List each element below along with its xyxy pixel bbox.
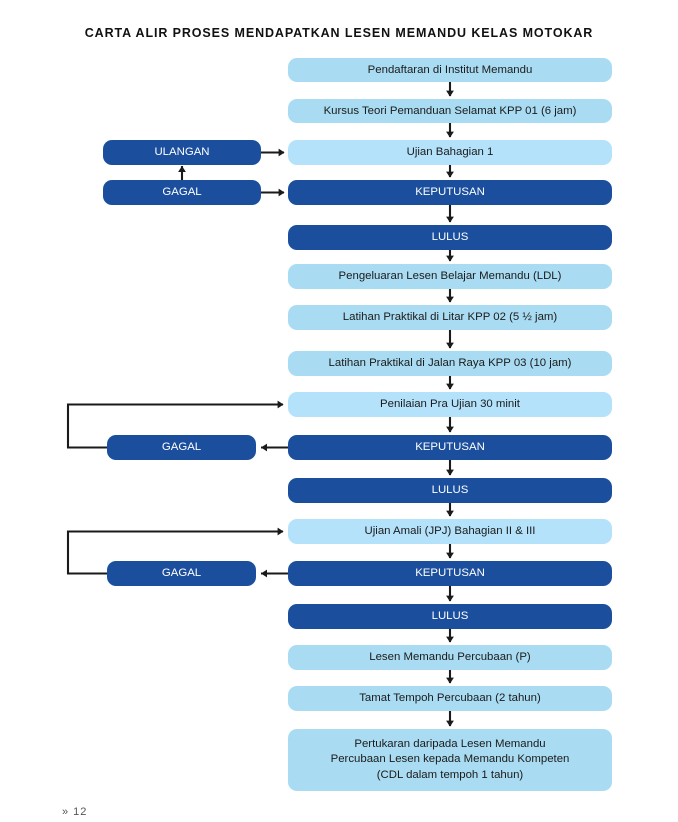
node-ujian-bahagian-1[interactable]: Ujian Bahagian 1 — [288, 140, 612, 165]
node-ulangan[interactable]: ULANGAN — [103, 140, 261, 165]
node-latihan-litar-kpp02[interactable]: Latihan Praktikal di Litar KPP 02 (5 ½ j… — [288, 305, 612, 330]
node-lulus-1[interactable]: LULUS — [288, 225, 612, 250]
page-title: CARTA ALIR PROSES MENDAPATKAN LESEN MEMA… — [84, 26, 594, 40]
node-gagal-1[interactable]: GAGAL — [103, 180, 261, 205]
node-pengeluaran-ldl[interactable]: Pengeluaran Lesen Belajar Memandu (LDL) — [288, 264, 612, 289]
node-gagal-3[interactable]: GAGAL — [107, 561, 256, 586]
node-latihan-jalan-kpp03[interactable]: Latihan Praktikal di Jalan Raya KPP 03 (… — [288, 351, 612, 376]
node-pendaftaran[interactable]: Pendaftaran di Institut Memandu — [288, 58, 612, 82]
node-keputusan-2[interactable]: KEPUTUSAN — [288, 435, 612, 460]
node-lulus-3[interactable]: LULUS — [288, 604, 612, 629]
node-gagal-2[interactable]: GAGAL — [107, 435, 256, 460]
node-penilaian-pra-ujian[interactable]: Penilaian Pra Ujian 30 minit — [288, 392, 612, 417]
node-keputusan-1[interactable]: KEPUTUSAN — [288, 180, 612, 205]
node-lesen-percubaan-p[interactable]: Lesen Memandu Percubaan (P) — [288, 645, 612, 670]
node-kursus-teori-kpp01[interactable]: Kursus Teori Pemanduan Selamat KPP 01 (6… — [288, 99, 612, 123]
node-lulus-2[interactable]: LULUS — [288, 478, 612, 503]
node-pertukaran-cdl[interactable]: Pertukaran daripada Lesen Memandu Percub… — [288, 729, 612, 791]
node-tamat-tempoh[interactable]: Tamat Tempoh Percubaan (2 tahun) — [288, 686, 612, 711]
node-keputusan-3[interactable]: KEPUTUSAN — [288, 561, 612, 586]
node-ujian-amali-jpj[interactable]: Ujian Amali (JPJ) Bahagian II & III — [288, 519, 612, 544]
page-marker: » 12 — [62, 806, 88, 817]
